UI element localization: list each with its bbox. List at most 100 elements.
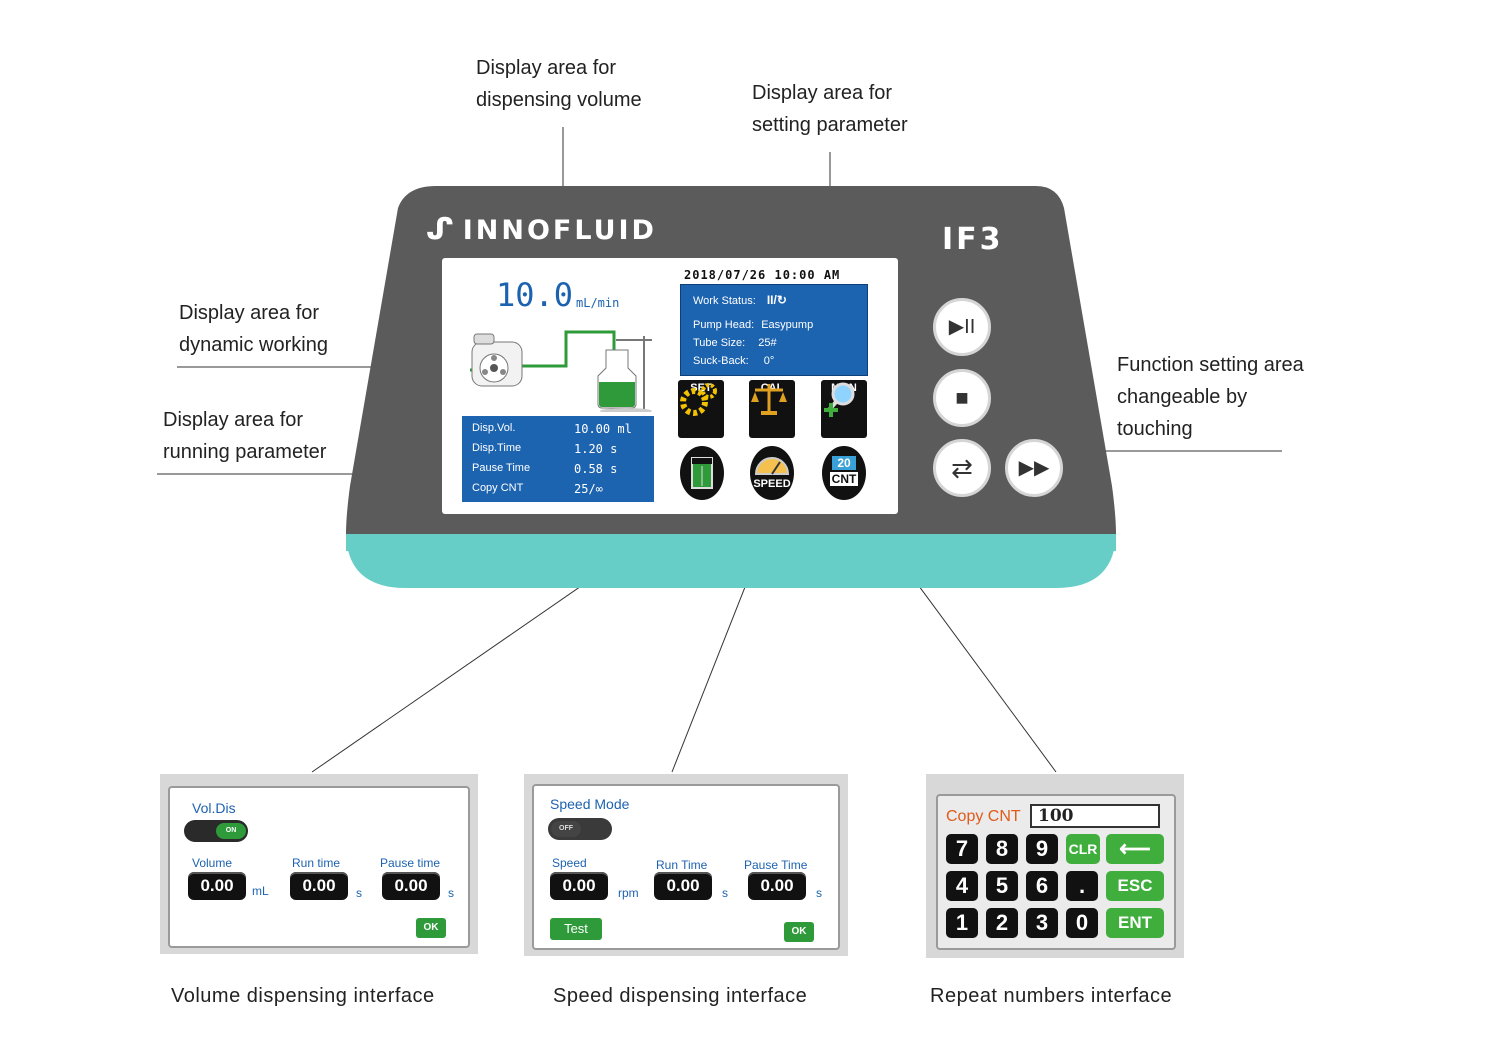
callout-line: Display area for (476, 57, 617, 79)
magnifier-plus-icon (824, 382, 855, 417)
ok-button[interactable]: OK (784, 922, 814, 942)
suck-back-label: Suck-Back: (693, 355, 749, 367)
caption-speed-interface: Speed dispensing interface (553, 985, 808, 1007)
esc-button[interactable]: ESC (1106, 871, 1164, 901)
volume-label: Volume (192, 856, 233, 870)
model-label: IF3 (942, 222, 1004, 257)
key-8[interactable]: 8 (986, 834, 1018, 864)
tube-size-value: 25# (758, 337, 777, 349)
backspace-button[interactable]: ⟵ (1106, 834, 1164, 864)
key-4[interactable]: 4 (946, 871, 978, 901)
run-time-label: Run Time (656, 858, 708, 872)
pause-time-unit: s (816, 886, 822, 900)
copy-cnt-value: 25/∞ (574, 482, 603, 496)
datetime-display: 2018/07/26 10:00 AM (684, 268, 841, 282)
caption-volume-interface: Volume dispensing interface (171, 985, 435, 1007)
pump-head-row: Pump Head: Easypump (693, 319, 813, 331)
callout-line: changeable by (1117, 386, 1248, 408)
clear-button[interactable]: CLR (1066, 834, 1100, 864)
cal-button[interactable]: CAL (749, 380, 795, 438)
disp-time-value: 1.20 s (574, 442, 618, 456)
disp-time-label: Disp.Time (472, 442, 522, 454)
disp-vol-label: Disp.Vol. (472, 422, 516, 434)
reverse-button[interactable]: ⇄ (933, 439, 991, 497)
volume-input[interactable]: 0.00 (188, 872, 246, 900)
key-3[interactable]: 3 (1026, 908, 1058, 938)
work-status-value: II/↻ (766, 293, 787, 307)
mon-button[interactable]: MON (821, 380, 867, 438)
touch-screen[interactable]: 10.0 mL/min 2018/07/26 10:00 AM Work Sta… (442, 258, 898, 514)
key-7[interactable]: 7 (946, 834, 978, 864)
volume-dispensing-interface: Vol.Dis ON Volume 0.00 mL Run time 0.00 … (160, 774, 478, 954)
key-2[interactable]: 2 (986, 908, 1018, 938)
toggle-on-label: ON (216, 823, 246, 839)
vol-dis-toggle[interactable]: ON (184, 820, 248, 842)
tube-size-row: Tube Size: 25# (693, 337, 777, 349)
copy-cnt-label: Copy CNT (472, 482, 524, 494)
key-1[interactable]: 1 (946, 908, 978, 938)
pause-time-label: Pause time (380, 856, 441, 870)
callout-line: Display area for (752, 82, 893, 104)
caption-repeat-interface: Repeat numbers interface (930, 985, 1173, 1007)
balance-scale-icon (751, 384, 787, 415)
speed-mode-title: Speed Mode (550, 796, 630, 812)
stop-button[interactable]: ■ (933, 369, 991, 427)
volume-panel-screen: Vol.Dis ON Volume 0.00 mL Run time 0.00 … (168, 786, 470, 948)
work-status-label: Work Status: (693, 295, 756, 307)
pause-time-label: Pause Time (744, 858, 808, 872)
callout-line: touching (1117, 418, 1193, 440)
speed-dispensing-interface: Speed Mode OFF Speed 0.00 rpm Run Time 0… (524, 774, 848, 956)
callout-line: setting parameter (752, 114, 908, 136)
suck-back-row: Suck-Back: 0° (693, 355, 774, 367)
repeat-numbers-interface: Copy CNT 100 7 8 9 CLR ⟵ 4 5 6 . ESC 1 2… (926, 774, 1184, 958)
key-0[interactable]: 0 (1066, 908, 1098, 938)
copy-cnt-input[interactable]: 100 (1030, 804, 1160, 828)
run-time-input[interactable]: 0.00 (654, 872, 712, 900)
work-status-row: Work Status: II/↻ (693, 293, 787, 307)
speed-input[interactable]: 0.00 (550, 872, 608, 900)
brand-mark-icon: ᔑ (426, 212, 457, 247)
callout-line: dispensing volume (476, 89, 642, 111)
pause-time-input[interactable]: 0.00 (748, 872, 806, 900)
toggle-off-label: OFF (551, 821, 581, 837)
volume-mode-button[interactable] (680, 446, 724, 500)
fast-forward-button[interactable]: ▶▶ (1005, 439, 1063, 497)
play-pause-button[interactable]: ▶II (933, 298, 991, 356)
callout-line: running parameter (163, 441, 327, 463)
gear-icon (680, 383, 717, 416)
set-button[interactable]: SET (678, 380, 724, 438)
speed-unit: rpm (618, 886, 639, 900)
copy-cnt-label: Copy CNT (946, 808, 1021, 825)
count-mode-button[interactable]: 20 CNT (822, 446, 866, 500)
speed-label: SPEED (753, 478, 791, 490)
test-button[interactable]: Test (550, 918, 602, 940)
speedometer-icon (754, 457, 790, 475)
running-parameter-panel: Disp.Vol. 10.00 ml Disp.Time 1.20 s Paus… (462, 416, 654, 502)
pause-time-label: Pause Time (472, 462, 531, 474)
ok-button[interactable]: OK (416, 918, 446, 938)
pump-head-label: Pump Head: (693, 319, 755, 331)
cnt-number: 20 (832, 456, 856, 470)
key-6[interactable]: 6 (1026, 871, 1058, 901)
callout-line: Display area for (163, 409, 304, 431)
key-5[interactable]: 5 (986, 871, 1018, 901)
speed-mode-button[interactable]: SPEED (750, 446, 794, 500)
callout-line: Display area for (179, 302, 320, 324)
tube-size-label: Tube Size: (693, 337, 746, 349)
repeat-panel-screen: Copy CNT 100 7 8 9 CLR ⟵ 4 5 6 . ESC 1 2… (936, 794, 1176, 950)
enter-button[interactable]: ENT (1106, 908, 1164, 938)
flow-rate-unit: mL/min (576, 296, 620, 310)
speed-mode-toggle[interactable]: OFF (548, 818, 612, 840)
key-9[interactable]: 9 (1026, 834, 1058, 864)
volume-unit: mL (252, 884, 269, 898)
run-time-label: Run time (292, 856, 341, 870)
pause-time-value: 0.58 s (574, 462, 618, 476)
pause-time-input[interactable]: 0.00 (382, 872, 440, 900)
run-time-input[interactable]: 0.00 (290, 872, 348, 900)
key-decimal[interactable]: . (1066, 871, 1098, 901)
brand-name: INNOFLUID (462, 215, 657, 246)
beaker-icon (691, 457, 713, 489)
cnt-label: CNT (830, 472, 858, 486)
callout-dispensing-volume: Display area for dispensing volume (476, 52, 642, 116)
